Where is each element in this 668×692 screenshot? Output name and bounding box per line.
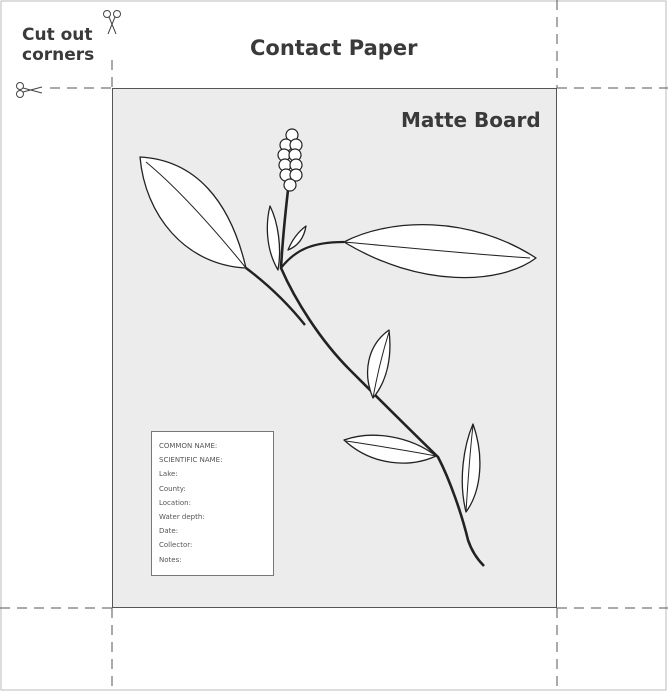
label-date: Date: [159,527,179,536]
scissors-icon [103,10,121,35]
label-scientific-name: SCIENTIFIC NAME: [159,456,223,465]
plant-stem-branch [280,240,345,269]
label-collector: Collector: [159,541,193,550]
label-common-name: COMMON NAME: [159,442,218,450]
contact-paper-title: Contact Paper [250,36,418,60]
cut-label-line1: Cut out [22,25,93,45]
plant-leaf [343,434,437,464]
label-county: County: [159,484,186,493]
label-water-depth: Water depth: [159,513,205,522]
plant-stem-branch [245,267,306,326]
cut-out-corners-label: Cut out corners [22,25,94,65]
label-notes: Notes: [159,555,182,564]
label-lake: Lake: [159,470,178,479]
plant-leaf [266,205,281,271]
plant-leaf [287,225,307,251]
plant-leaf [139,156,247,269]
cut-label-line2: corners [22,45,95,65]
matte-board-title: Matte Board [401,108,541,132]
plant-leaf [461,423,481,513]
label-location: Location: [159,498,191,507]
specimen-label-card: COMMON NAME: SCIENTIFIC NAME: Lake: Coun… [151,431,274,576]
scissors-icon [16,82,43,98]
flower-spike [277,128,303,192]
